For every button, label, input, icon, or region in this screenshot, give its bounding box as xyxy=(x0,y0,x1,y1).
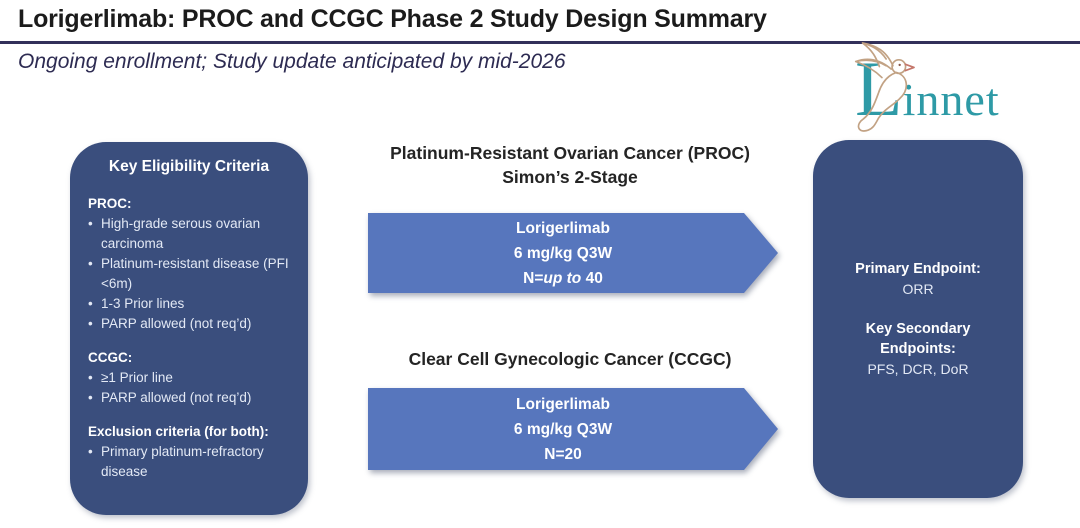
study-title-line1: Clear Cell Gynecologic Cancer (CCGC) xyxy=(408,349,732,369)
eligibility-section-proc: PROC: High-grade serous ovarian carcinom… xyxy=(88,194,302,334)
endpoints-panel: Primary Endpoint: ORR Key Secondary Endp… xyxy=(813,140,1023,498)
arrow-dose: 6 mg/kg Q3W xyxy=(513,420,613,438)
criteria-list: ≥1 Prior line PARP allowed (not req’d) xyxy=(88,368,302,408)
list-item: Platinum-resistant disease (PFI <6m) xyxy=(88,254,302,294)
n-prefix: N= xyxy=(523,269,544,287)
arrow-shape: Lorigerlimab 6 mg/kg Q3W N=up to 40 xyxy=(368,213,778,293)
list-item: Primary platinum-refractory disease xyxy=(88,442,302,482)
spacer xyxy=(813,299,1023,319)
section-heading: CCGC: xyxy=(88,350,133,365)
logo-wordmark: Linnet xyxy=(855,50,1000,128)
bird-icon xyxy=(854,42,915,132)
criteria-list: Primary platinum-refractory disease xyxy=(88,442,302,482)
secondary-endpoints-value: PFS, DCR, DoR xyxy=(867,361,969,377)
page-title: Lorigerlimab: PROC and CCGC Phase 2 Stud… xyxy=(18,5,767,33)
study-title-proc: Platinum-Resistant Ovarian Cancer (PROC)… xyxy=(350,141,790,189)
arrow-shape: Lorigerlimab 6 mg/kg Q3W N=20 xyxy=(368,388,778,470)
list-item: 1-3 Prior lines xyxy=(88,294,302,314)
arrow-dose: 6 mg/kg Q3W xyxy=(513,244,613,262)
list-item: PARP allowed (not req’d) xyxy=(88,388,302,408)
list-item: PARP allowed (not req’d) xyxy=(88,314,302,334)
list-item: High-grade serous ovarian carcinoma xyxy=(88,214,302,254)
title-divider xyxy=(0,41,1080,44)
secondary-endpoints-label-line1: Key Secondary xyxy=(865,321,971,337)
n-value: 40 xyxy=(581,269,603,287)
eligibility-section-ccgc: CCGC: ≥1 Prior line PARP allowed (not re… xyxy=(88,348,302,408)
logo-wordmark-rest: innet xyxy=(902,74,1000,125)
study-title-line2: Simon’s 2-Stage xyxy=(502,167,638,187)
n-prefix: N= xyxy=(544,445,565,463)
page-subtitle: Ongoing enrollment; Study update anticip… xyxy=(18,50,566,73)
list-item: ≥1 Prior line xyxy=(88,368,302,388)
study-title-ccgc: Clear Cell Gynecologic Cancer (CCGC) xyxy=(350,347,790,371)
section-heading: PROC: xyxy=(88,196,132,211)
proc-arrow: Lorigerlimab 6 mg/kg Q3W N=up to 40 xyxy=(368,213,778,293)
eligibility-panel: Key Eligibility Criteria PROC: High-grad… xyxy=(70,142,308,515)
primary-endpoint-value: ORR xyxy=(902,281,934,297)
secondary-endpoints-label-line2: Endpoints: xyxy=(880,341,956,357)
arrow-drug: Lorigerlimab xyxy=(516,219,610,237)
linnet-logo: Linnet xyxy=(853,42,1023,134)
ccgc-arrow: Lorigerlimab 6 mg/kg Q3W N=20 xyxy=(368,388,778,470)
n-value: 20 xyxy=(564,445,582,463)
criteria-list: High-grade serous ovarian carcinoma Plat… xyxy=(88,214,302,334)
primary-endpoint-label: Primary Endpoint: xyxy=(855,261,981,277)
study-title-line1: Platinum-Resistant Ovarian Cancer (PROC) xyxy=(390,143,750,163)
eligibility-section-exclusion: Exclusion criteria (for both): Primary p… xyxy=(88,422,302,482)
section-heading: Exclusion criteria (for both): xyxy=(88,424,269,439)
eligibility-title: Key Eligibility Criteria xyxy=(108,158,270,175)
arrow-n: N=up to 40 xyxy=(523,266,603,291)
arrow-drug: Lorigerlimab xyxy=(516,395,610,413)
n-italic: up to xyxy=(543,269,582,287)
arrow-n: N=20 xyxy=(544,442,582,467)
